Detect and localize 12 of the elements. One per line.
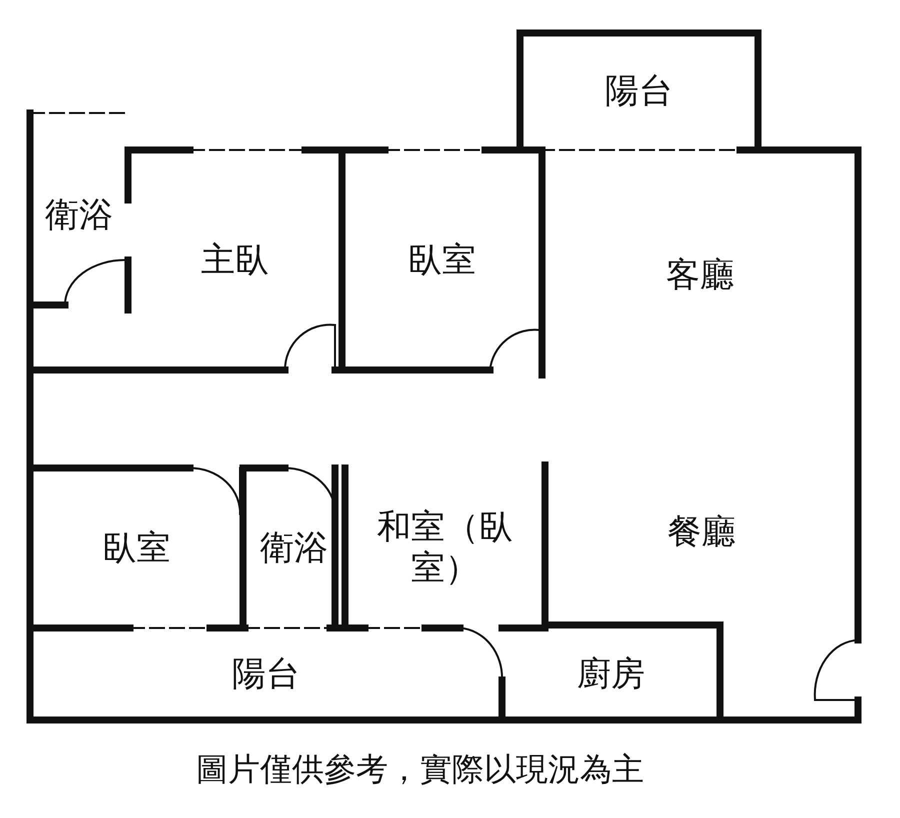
room-label: 衛浴: [45, 194, 113, 236]
disclaimer-caption: 圖片僅供參考，實際以現況為主: [195, 749, 645, 790]
room-label: 衛浴: [260, 528, 328, 568]
room-label: 陽台: [232, 654, 300, 694]
room-label: 主臥: [201, 240, 269, 280]
room-label: 客廳: [666, 254, 734, 296]
room-label: 廚房: [577, 654, 645, 694]
room-label: 陽台: [605, 71, 673, 112]
room-label: 臥室: [408, 240, 476, 280]
room-label: 臥室: [102, 528, 170, 568]
room-label: 和室（臥室）: [376, 507, 514, 589]
room-label: 餐廳: [668, 512, 736, 553]
